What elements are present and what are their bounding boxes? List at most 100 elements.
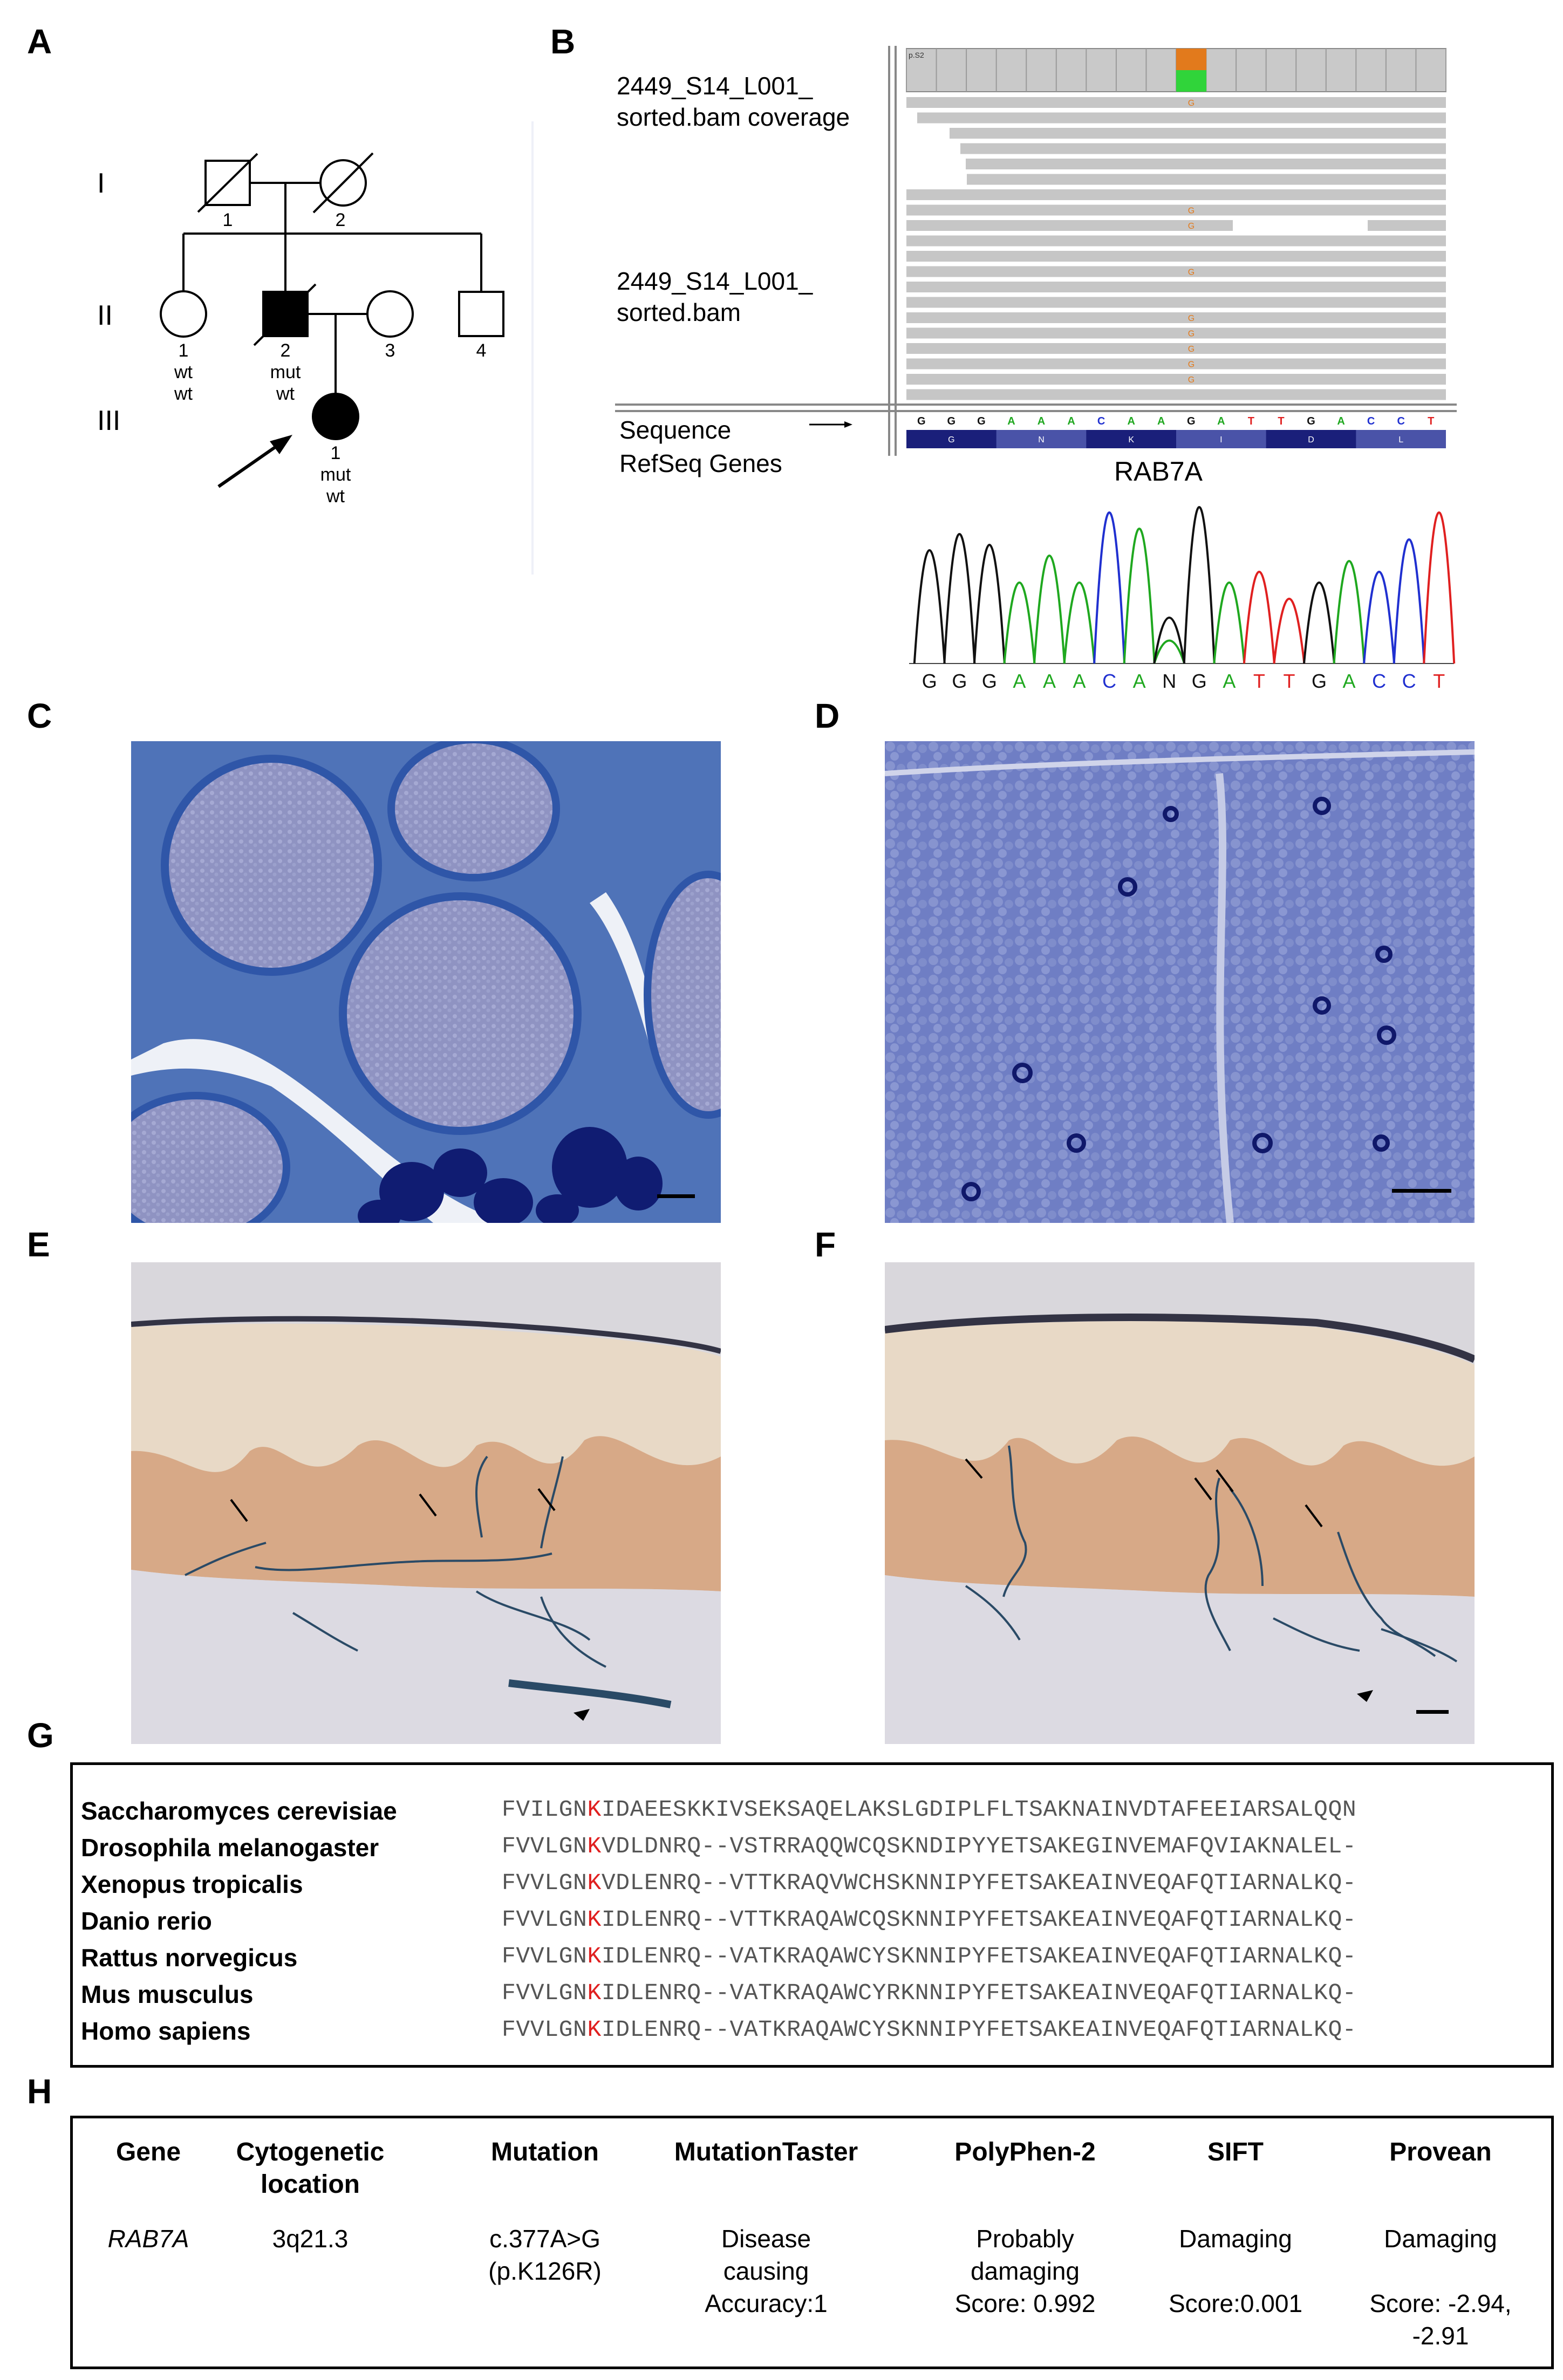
pedigree-II4-number: 4 [476,340,487,361]
conserved-lysine: K [587,1796,602,1823]
base-call: A [1073,670,1086,692]
base-call: A [1013,670,1026,692]
table-cell-provean: Damaging Score: -2.94, -2.91 [1369,2225,1512,2350]
igv-gene-name: RAB7A [1114,456,1203,487]
aligned-read [906,266,1446,277]
micrograph-d-nerve-high-mag [885,741,1475,1223]
variant-base-g: G [1188,314,1195,323]
reference-base: C [1397,415,1404,427]
variant-coverage-g [1176,49,1206,70]
trace-peak [1153,617,1186,664]
pedigree-II3-number: 3 [385,340,395,361]
panel-label-b: B [550,22,576,61]
aligned-read [906,97,1446,108]
aligned-read [960,143,1446,154]
aligned-read [906,189,1446,200]
alignment-species-name: Drosophila melanogaster [81,1834,379,1862]
trace-peak [1423,511,1456,664]
pedigree-lines [160,152,504,488]
panel-label-h: H [27,2072,52,2111]
aligned-read [906,312,1446,323]
aligned-read [967,174,1446,185]
panel-label-a: A [27,22,52,61]
base-call: N [1162,670,1176,692]
trace-peak [1153,639,1186,664]
reference-base: G [947,415,956,427]
alignment-sequence: FVVLGNKIDLENRQ--VTTKRAQAWCQSKNNIPYFETSAK… [502,1906,1357,1933]
igv-coverage-track-label: 2449_S14_L001_ sorted.bam coverage [617,72,850,131]
micrograph-f-skin-biopsy [885,1262,1475,1744]
reference-base: C [1097,415,1105,427]
pedigree-I1-deceased-slash [197,153,258,213]
reference-base: G [977,415,986,427]
alignment-species-name: Mus musculus [81,1980,254,2008]
pedigree-II3-circle [366,290,414,338]
reference-base: G [917,415,926,427]
aligned-read [906,204,1446,216]
base-call: C [1102,670,1116,692]
variant-base-g: G [1188,345,1195,354]
alignment-species-name: Homo sapiens [81,2017,251,2045]
conserved-lysine: K [587,1833,602,1859]
amino-acid-label: K [1128,435,1134,444]
table-header-gene: Gene [115,2138,181,2166]
igv-bam-track-label: 2449_S14_L001_ sorted.bam [617,267,813,326]
alignment-sequence: FVILGNKIDAEESKKIVSEKSAQELAKSLGDIPLFLTSAK… [502,1796,1357,1823]
table-header-location: Cytogenetic location [236,2138,385,2199]
variant-coverage-a [1176,70,1206,92]
reference-base: T [1278,415,1284,427]
reference-base: A [1337,415,1344,427]
trace-peak [1393,538,1425,664]
reference-base: A [1217,415,1225,427]
reference-base: A [1067,415,1075,427]
base-call: A [1223,670,1236,692]
base-call: G [1312,670,1327,692]
table-cell-gene: RAB7A [107,2225,189,2253]
table-header-sift: SIFT [1207,2138,1264,2166]
base-call: A [1343,670,1356,692]
reference-base: T [1428,415,1434,427]
base-call: G [982,670,997,692]
panel-label-e: E [27,1225,50,1264]
variant-base-g: G [1188,222,1195,231]
amino-acid-label: L [1398,435,1403,444]
base-call: G [1192,670,1207,692]
pedigree-II1-genotype-2: wt [174,384,193,404]
alignment-sequence: FVVLGNKIDLENRQ--VATKRAQAWCYSKNNIPYFETSAK… [502,1943,1357,1969]
igv-sequence-label: Sequence [619,416,732,444]
trace-peak [1303,582,1335,664]
alignment-species-name: Danio rerio [81,1907,212,1935]
decorative-separator [531,121,534,575]
pedigree-II2-number: 2 [280,340,291,361]
table-header-mutationtaster: MutationTaster [674,2138,858,2166]
micrograph-c-nerve-fascicles [131,741,721,1223]
generation-label-II: II [97,300,113,331]
trace-peak [1003,582,1036,664]
base-call: C [1402,670,1416,692]
reference-base: G [1307,415,1315,427]
pedigree-II1-number: 1 [178,340,189,361]
trace-peak [1333,560,1366,664]
generation-label-I: I [97,168,105,199]
pedigree-I1-number: 1 [222,210,233,230]
igv-refseq-label: RefSeq Genes [619,449,782,477]
pedigree-I2-deceased-slash [312,152,374,214]
conservation-alignment [70,1762,1554,2068]
trace-peak [913,549,946,664]
aligned-read [906,389,1446,400]
table-cell-location: 3q21.3 [272,2225,349,2253]
variant-base-g: G [1188,268,1195,277]
alignment-species-name: Xenopus tropicalis [81,1870,303,1898]
panel-label-g: G [27,1716,54,1755]
trace-peak [1123,528,1156,664]
aligned-read [966,159,1446,169]
reference-base: A [1007,415,1015,427]
alignment-species-name: Saccharomyces cerevisiae [81,1797,397,1825]
base-call: T [1433,670,1445,692]
trace-peak [1273,598,1306,664]
reference-base: C [1367,415,1375,427]
panel-label-f: F [815,1225,836,1264]
amino-acid-label: D [1308,435,1314,444]
